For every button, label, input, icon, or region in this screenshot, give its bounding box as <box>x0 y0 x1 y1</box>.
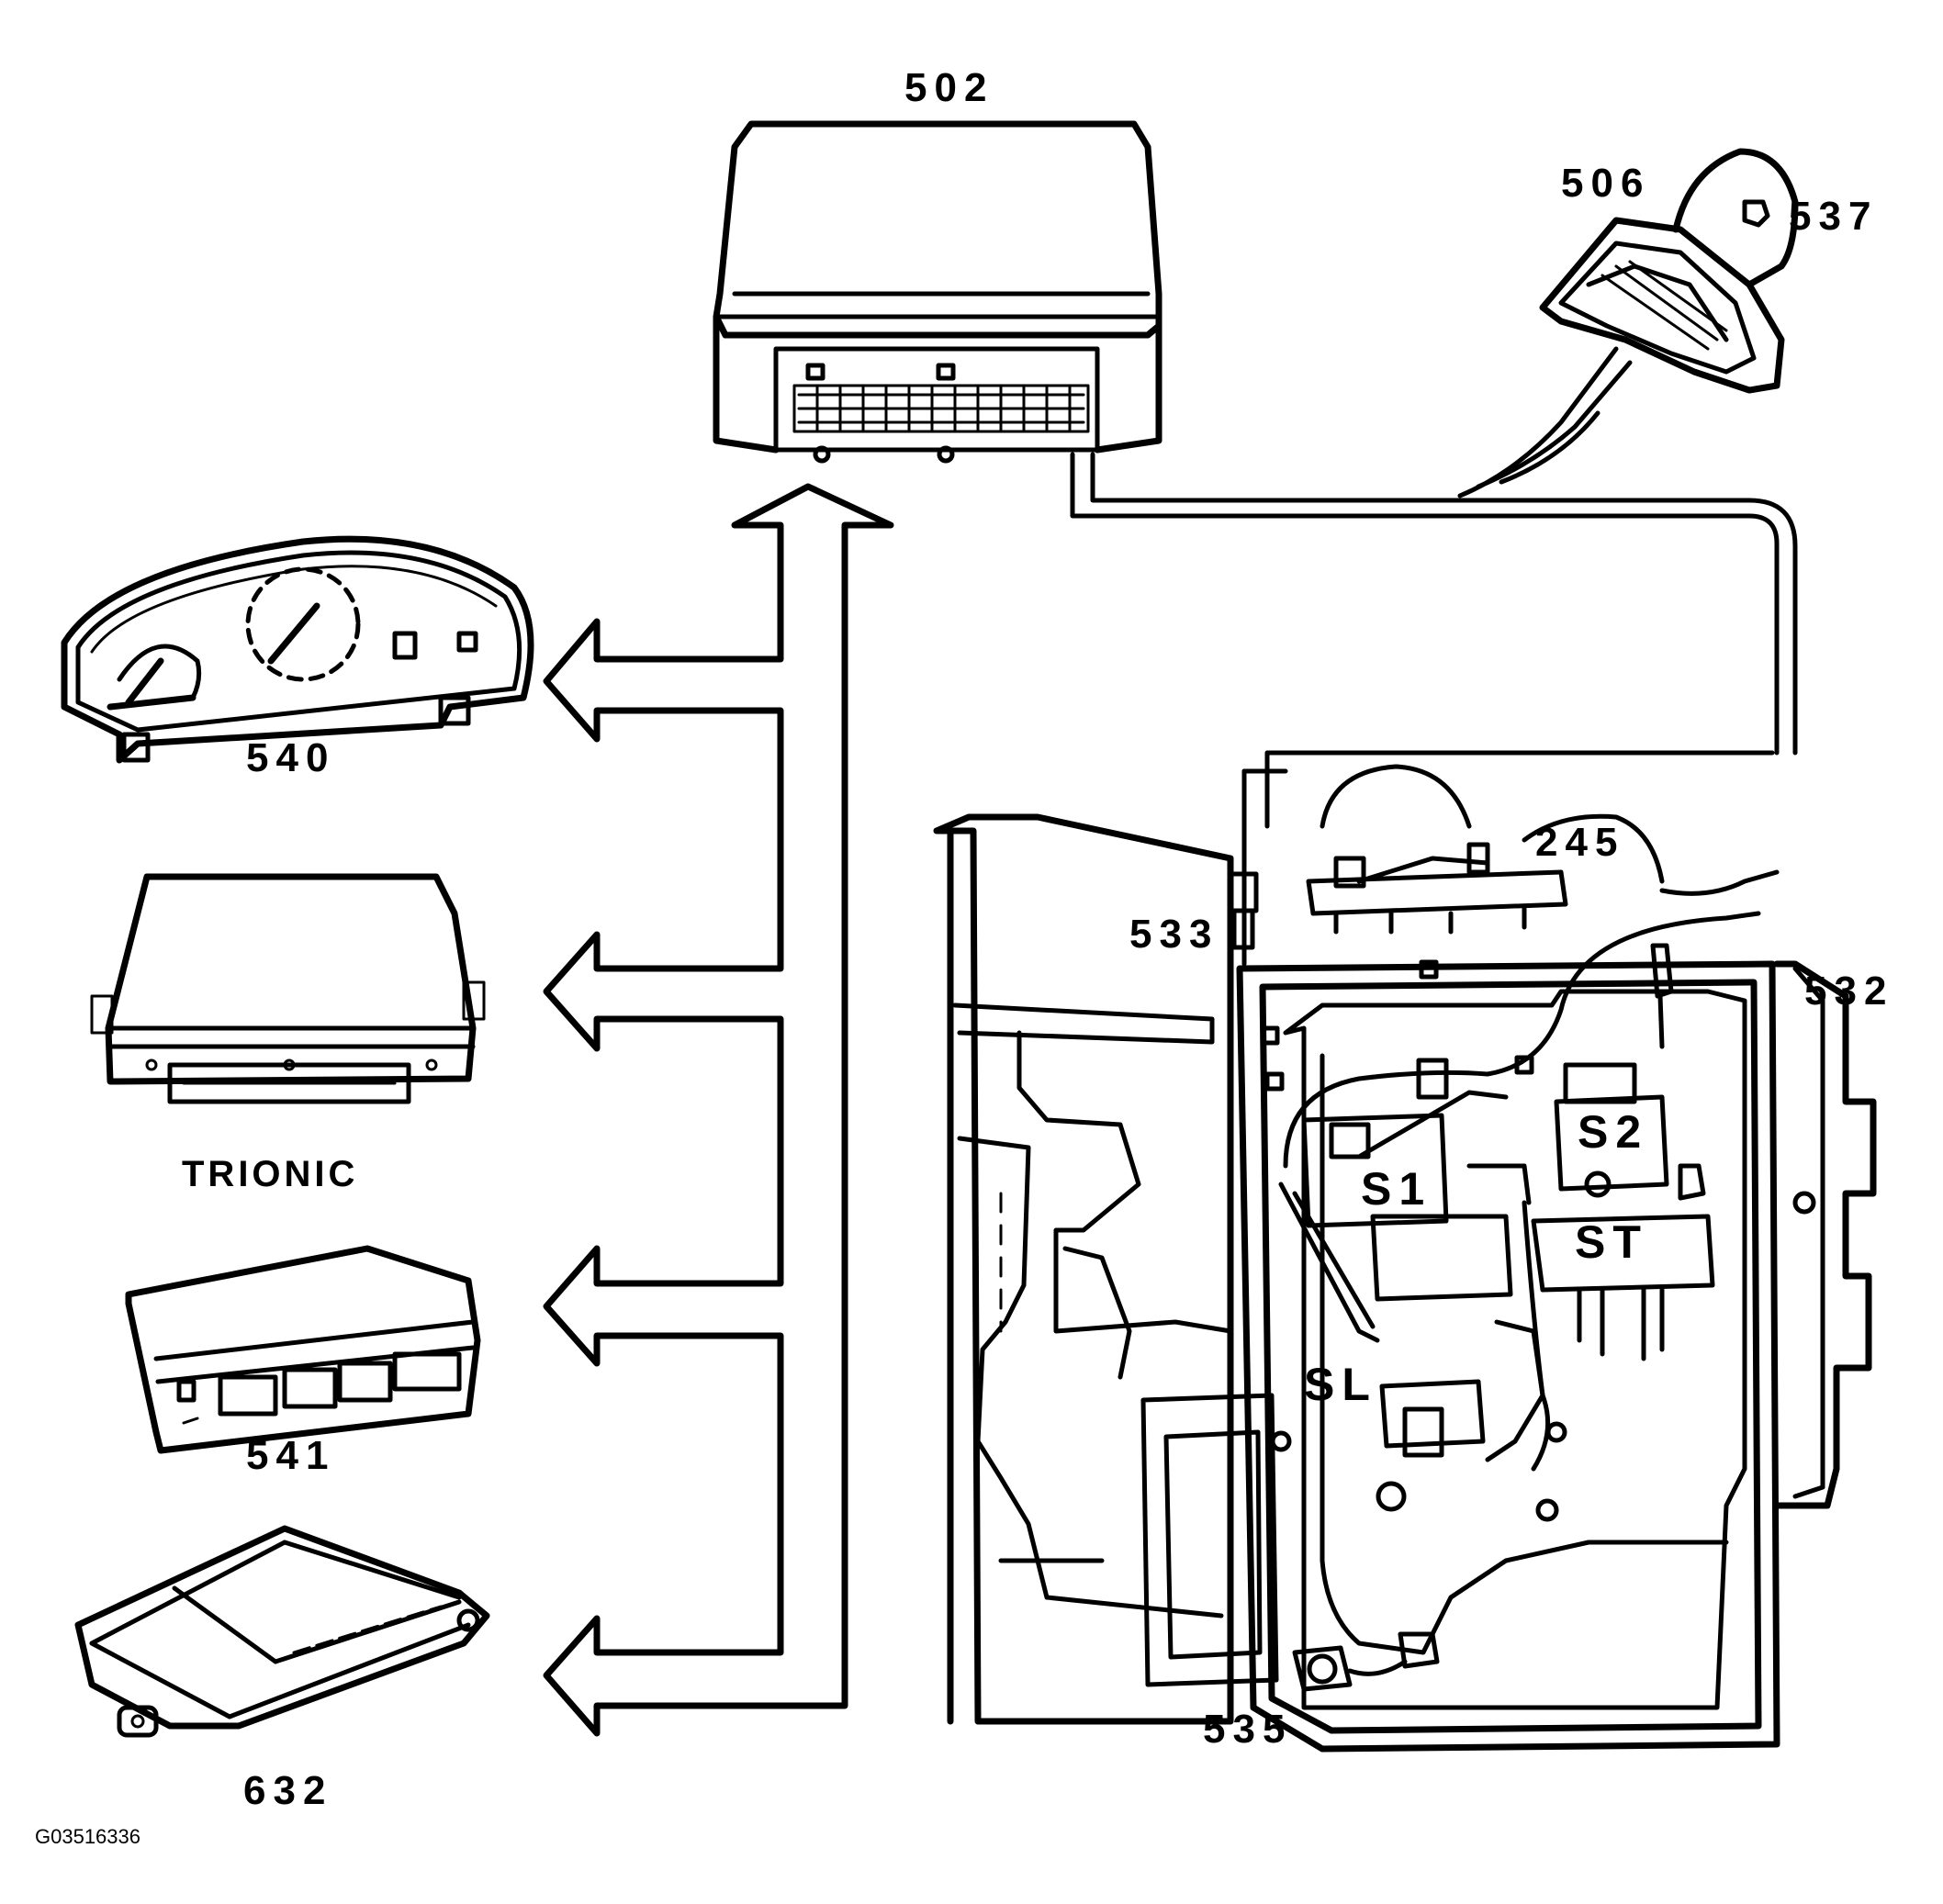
figure-id: G03516336 <box>35 1825 140 1848</box>
sensor-245 <box>1306 764 1665 935</box>
solenoid-st <box>1531 1214 1715 1361</box>
signal-bus-arrows <box>543 483 894 1737</box>
module-632 <box>74 1525 490 1738</box>
instrument-cluster-540 <box>61 535 534 764</box>
wiring-harness <box>1070 346 1798 756</box>
label-s2: S2 <box>1578 1106 1648 1158</box>
transmission-532 <box>933 750 1877 1753</box>
label-st: ST <box>1575 1216 1648 1268</box>
label-535: 535 <box>1203 1707 1292 1752</box>
sensor-533 <box>1228 871 1259 950</box>
label-trionic: TRIONIC <box>182 1154 358 1194</box>
label-245: 245 <box>1535 820 1624 865</box>
label-506: 506 <box>1561 161 1650 206</box>
solenoid-sl <box>1376 1379 1567 1512</box>
solenoid-s1 <box>1301 1058 1509 1228</box>
label-533: 533 <box>1129 912 1219 957</box>
trionic-ecu <box>90 873 486 1104</box>
label-632: 632 <box>243 1768 332 1813</box>
label-540: 540 <box>246 735 335 780</box>
solenoid-s2 <box>1554 1062 1706 1201</box>
control-module-502 <box>713 120 1162 464</box>
label-sl: SL <box>1304 1359 1377 1410</box>
climate-control-541 <box>125 1245 481 1454</box>
label-537: 537 <box>1789 194 1878 239</box>
label-541: 541 <box>246 1433 335 1478</box>
label-s1: S1 <box>1361 1163 1432 1215</box>
label-532: 532 <box>1804 969 1893 1014</box>
connector-535 <box>1292 1631 1440 1692</box>
label-502: 502 <box>904 65 994 110</box>
ecu-pins <box>797 384 1085 433</box>
gear-selector-506 <box>1539 148 1799 394</box>
